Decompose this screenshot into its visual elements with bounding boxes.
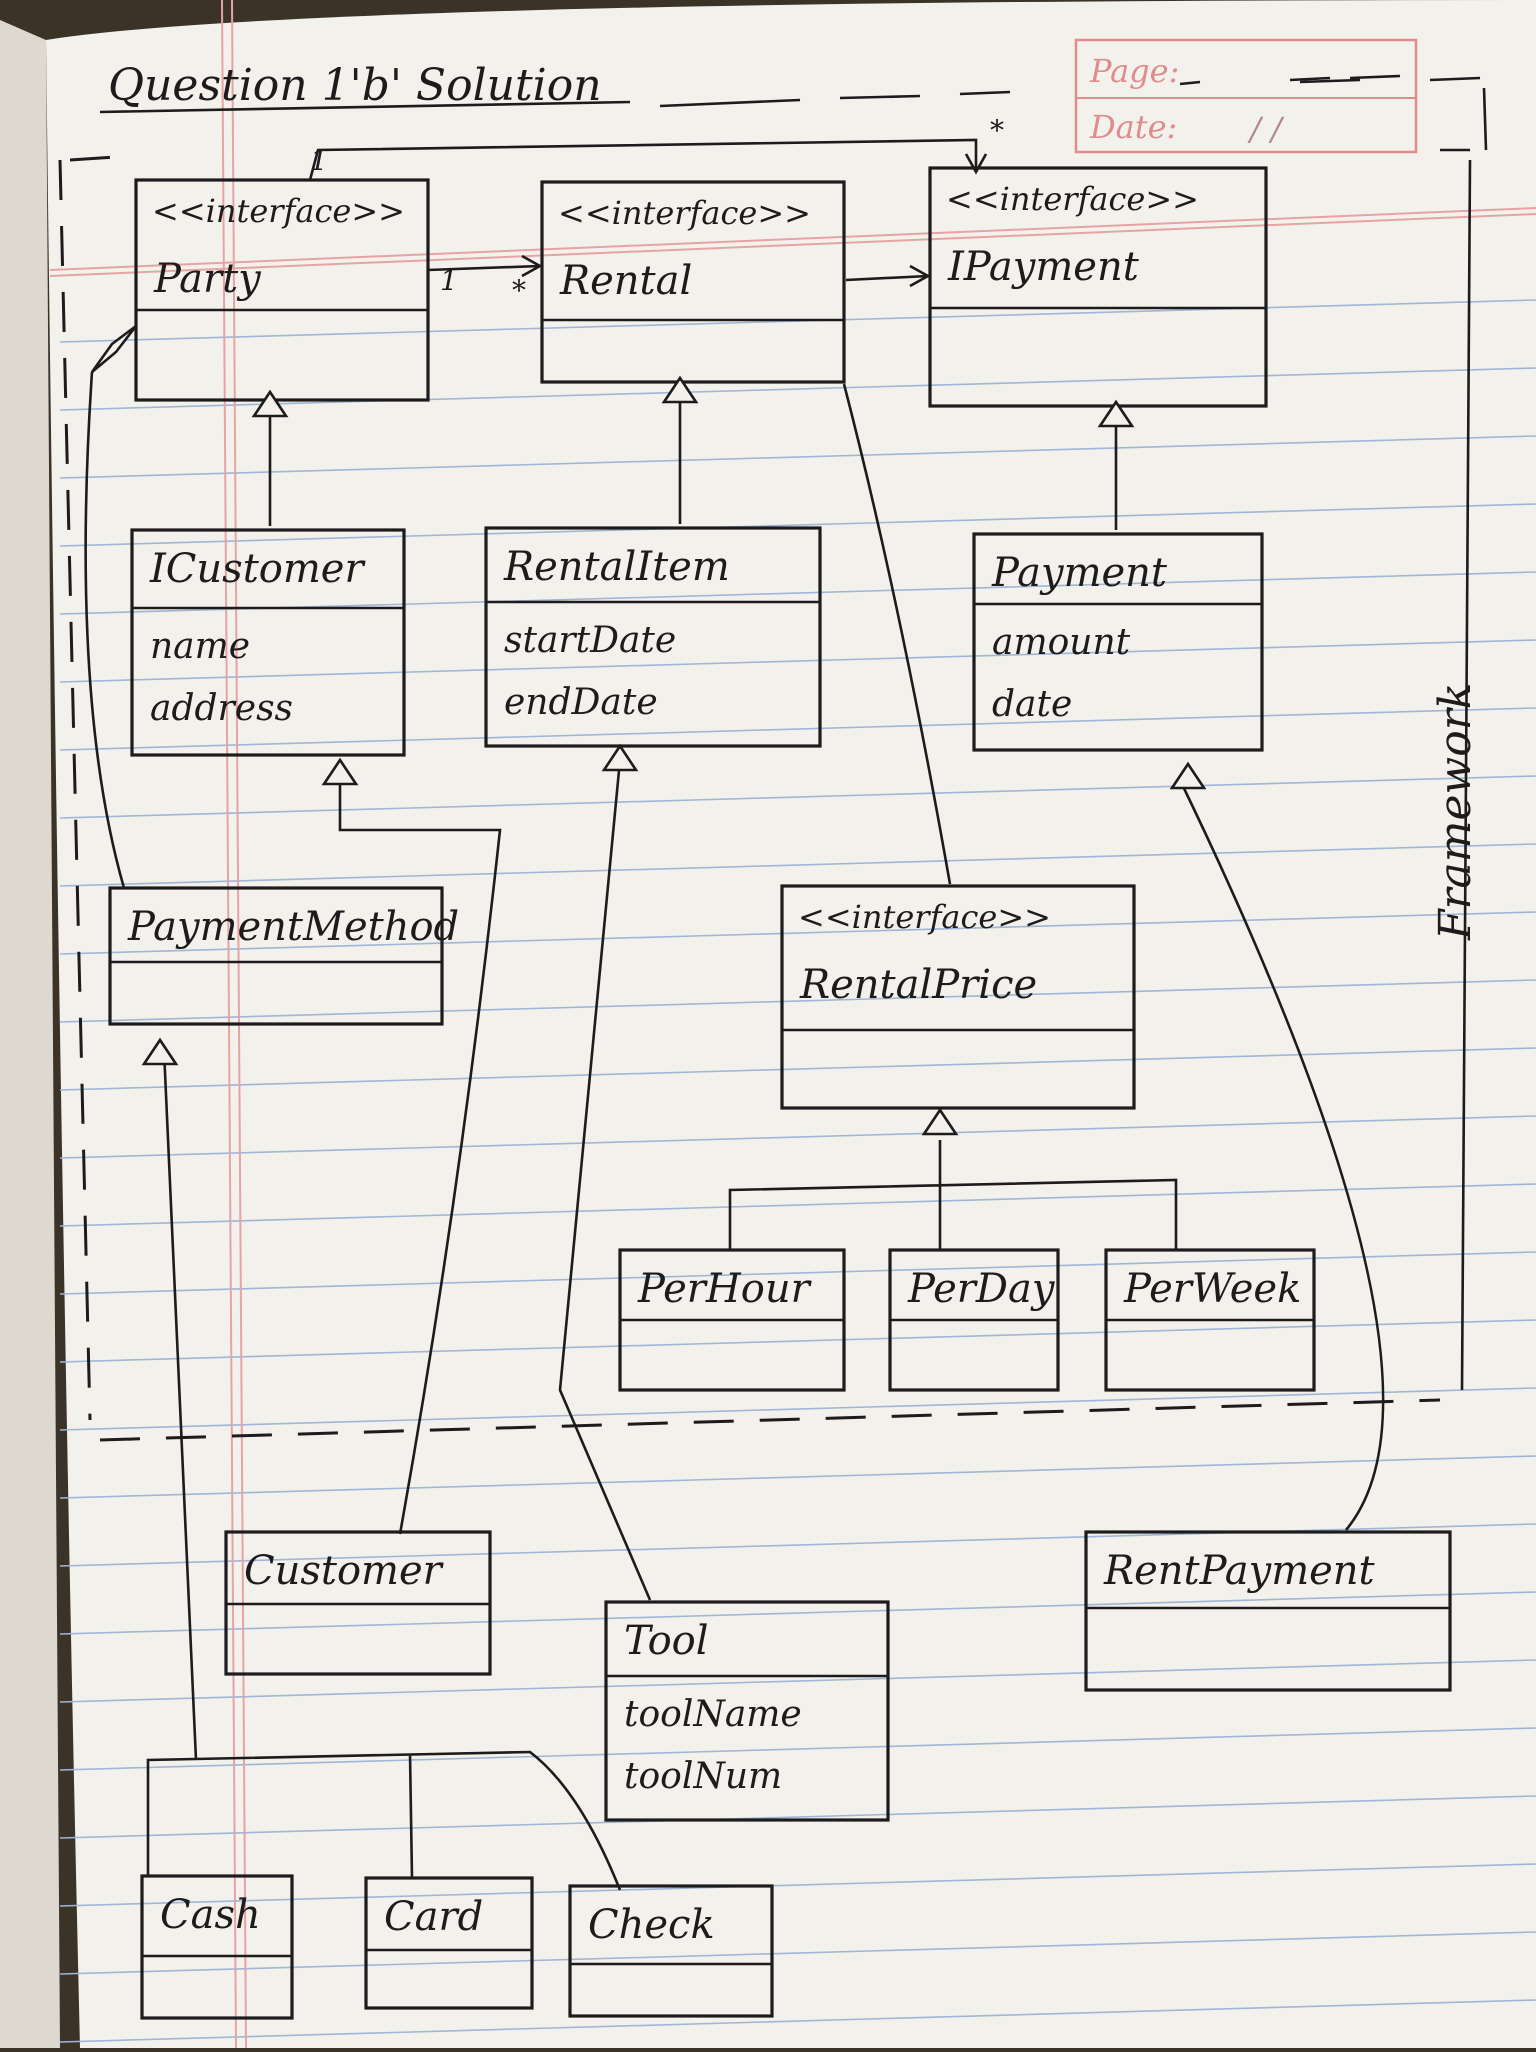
cash-class: Cash [140, 1874, 294, 2020]
rentpayment-payment-arrow [1169, 761, 1207, 790]
framework-label: Framework [1430, 683, 1481, 941]
ipayment-class-name: IPayment [947, 244, 1140, 290]
payment-methods-branches [146, 1750, 622, 1891]
tool-class-box [604, 1600, 890, 1822]
customer-icustomer-arrow [321, 757, 359, 786]
date-field-label: Date: [1089, 108, 1177, 146]
notebook-paper [46, 0, 1536, 2048]
page-date-stamp: Page: Date: / / [1074, 38, 1418, 154]
payment-ipayment-arrow [1097, 399, 1135, 428]
cash-class-box [140, 1874, 294, 2020]
party-ipayment-target-multiplicity: * [990, 114, 1004, 147]
framework-boundary: Framework [58, 148, 1481, 1442]
rentpayment-class-name: RentPayment [1103, 1548, 1376, 1594]
rentalprice-arrow [921, 1107, 959, 1136]
previous-page-edge [0, 20, 60, 2048]
paymentmethod-inheritance-trunk [162, 1049, 198, 1761]
rentalitem-class-name: RentalItem [503, 544, 730, 590]
card-class-name: Card [384, 1894, 483, 1940]
paymentmethod-arrow [141, 1037, 179, 1066]
party-rental-arrowhead [521, 254, 543, 278]
paymentmethod-class: PaymentMethod [108, 886, 459, 1026]
payment-class-box [972, 532, 1264, 752]
check-class-name: Check [588, 1902, 715, 1948]
rentalitem-class: RentalItem startDate endDate [484, 526, 822, 748]
rentalitem-attribute: endDate [504, 682, 658, 723]
ipayment-stereotype: <<interface>> [946, 180, 1199, 218]
party-rental-association [427, 264, 541, 272]
customer-class-name: Customer [244, 1548, 445, 1594]
rental-class-box [540, 180, 846, 384]
perweek-class: PerWeek [1104, 1248, 1316, 1392]
paymentmethod-class-name: PaymentMethod [127, 904, 459, 950]
paymentmethod-class-box [108, 886, 444, 1026]
card-class-box [364, 1876, 534, 2010]
party-rental-source-multiplicity: 1 [440, 264, 458, 297]
icustomer-class: ICustomer name address [130, 528, 406, 757]
perhour-class: PerHour [618, 1248, 846, 1392]
ruled-lines [59, 299, 1536, 2043]
tool-attribute: toolNum [624, 1756, 782, 1797]
icustomer-class-box [130, 528, 406, 757]
party-rental-target-multiplicity: * [512, 274, 526, 307]
rentalitem-rental-arrow [661, 375, 699, 404]
rental-rentalprice-association [842, 383, 952, 885]
party-ipayment-source-multiplicity: 1 [310, 144, 328, 177]
rentalitem-class-box [484, 526, 822, 748]
tool-rentalitem-inheritance [558, 759, 652, 1601]
ipayment-class-box [928, 166, 1268, 408]
tool-class: Tool toolName toolNum [604, 1600, 890, 1822]
rental-class: <<interface>> Rental [540, 180, 846, 384]
icustomer-attribute: address [150, 688, 293, 729]
rental-class-name: Rental [559, 258, 692, 304]
rentpayment-class-box [1084, 1530, 1452, 1692]
perhour-class-name: PerHour [637, 1266, 813, 1312]
tool-rentalitem-arrow [601, 743, 639, 772]
payment-class-name: Payment [991, 550, 1168, 596]
payment-class: Payment amount date [972, 532, 1264, 752]
rentalprice-stereotype: <<interface>> [798, 898, 1051, 936]
rentpayment-class: RentPayment [1084, 1530, 1452, 1692]
rentpayment-payment-inheritance [1178, 779, 1385, 1531]
party-class: <<interface>> Party [134, 178, 430, 402]
icustomer-class-name: ICustomer [149, 546, 366, 592]
rentalitem-attribute: startDate [504, 620, 676, 661]
page-field-label: Page: [1089, 52, 1179, 90]
icustomer-party-arrow [251, 389, 289, 418]
perweek-class-name: PerWeek [1123, 1266, 1301, 1312]
rental-ipayment-association [845, 274, 929, 282]
party-class-box [134, 178, 430, 402]
icustomer-attribute: name [150, 626, 250, 667]
party-ipayment-arrowhead [964, 153, 988, 175]
party-class-name: Party [153, 256, 262, 302]
card-class: Card [364, 1876, 534, 2010]
payment-attribute: date [992, 684, 1072, 725]
party-ipayment-association [308, 138, 978, 181]
party-stereotype: <<interface>> [152, 192, 405, 230]
perday-class: PerDay [888, 1248, 1060, 1392]
rentalprice-class-box [780, 884, 1136, 1110]
check-class: Check [568, 1884, 774, 2018]
customer-class: Customer [224, 1530, 492, 1676]
customer-icustomer-inheritance [338, 780, 502, 1535]
rental-ipayment-arrowhead [909, 264, 931, 288]
perday-class-name: PerDay [907, 1266, 1056, 1312]
ipayment-class: <<interface>> IPayment [928, 166, 1268, 408]
check-class-box [568, 1884, 774, 2018]
tool-class-name: Tool [624, 1618, 709, 1664]
payment-attribute: amount [992, 622, 1131, 663]
cash-class-name: Cash [160, 1892, 261, 1938]
party-paymentmethod-aggregation [84, 371, 126, 889]
tool-attribute: toolName [624, 1694, 802, 1735]
heading: Question 1'b' Solution [108, 60, 602, 111]
date-placeholder: / / [1247, 110, 1285, 148]
rentalprice-subclasses-inheritance [728, 1140, 1178, 1250]
rentalprice-class: <<interface>> RentalPrice [780, 884, 1136, 1110]
rental-stereotype: <<interface>> [558, 194, 811, 232]
rentalprice-class-name: RentalPrice [799, 962, 1037, 1008]
